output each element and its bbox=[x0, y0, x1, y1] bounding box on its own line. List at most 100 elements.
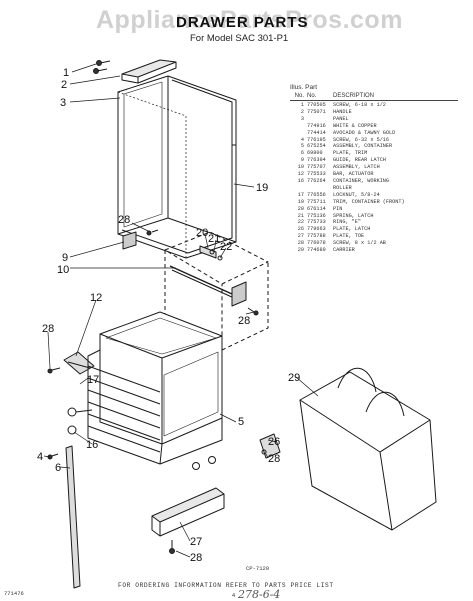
part-no-cell bbox=[307, 116, 333, 123]
description-cell: PIN bbox=[333, 205, 343, 212]
part-no-cell bbox=[307, 185, 333, 192]
header-illus-no: No. bbox=[294, 93, 304, 99]
callout-label: 2 bbox=[61, 79, 67, 91]
callout-label: 17 bbox=[87, 374, 99, 386]
illus-no-cell bbox=[290, 185, 307, 192]
description-cell: PANEL bbox=[333, 115, 349, 122]
illus-no-cell: 20 bbox=[297, 205, 304, 212]
callout-label: 29 bbox=[288, 372, 300, 384]
description-cell: CONTAINER, WORKING bbox=[333, 177, 390, 184]
model-subtitle: For Model SAC 301-P1 bbox=[190, 33, 289, 44]
callouts-layer: 1 2 3 19 28 9 10 20 21 22 28 12 28 17 29… bbox=[37, 67, 300, 564]
callout-label: 10 bbox=[57, 264, 69, 276]
watermark-logo: AppliancePartsPros.com bbox=[96, 6, 403, 34]
description-cell: BAR, ACTUATOR bbox=[333, 171, 374, 178]
illus-no-cell: 19 bbox=[297, 198, 304, 205]
illus-no-cell: 17 bbox=[297, 191, 304, 198]
callout-label: 21 bbox=[208, 233, 220, 245]
part-no-cell: 776264 bbox=[307, 177, 326, 184]
callout-label: 16 bbox=[86, 439, 98, 451]
page-number: 4 bbox=[232, 593, 236, 599]
description-cell: SCREW, 8 x 1/2 AB bbox=[333, 240, 386, 247]
illus-no-cell: 29 bbox=[297, 247, 304, 254]
description-cell: AVOCADO & TAWNY GOLD bbox=[333, 129, 396, 136]
illus-no-cell: 9 bbox=[300, 157, 304, 164]
figure-code: CP-7120 bbox=[246, 565, 270, 572]
callout-label: 28 bbox=[118, 214, 130, 226]
description-cell: PLATE, TOE bbox=[333, 233, 365, 240]
description-cell: ROLLER bbox=[333, 184, 352, 191]
part-no-cell: 676114 bbox=[307, 205, 326, 212]
description-cell: HANDLE bbox=[333, 108, 352, 115]
parts-table-header: No. No. DESCRIPTION bbox=[290, 92, 458, 101]
illus-no-cell: 1 bbox=[300, 102, 304, 108]
illus-no-cell: 21 bbox=[297, 212, 304, 219]
toe-plate-part bbox=[151, 487, 225, 554]
description-cell: GUIDE, REAR LATCH bbox=[333, 157, 386, 164]
illus-no-cell: 2 bbox=[300, 108, 304, 115]
front-panel-part bbox=[117, 75, 169, 235]
part-no-cell: 675254 bbox=[307, 143, 326, 150]
part-no-cell: 775136 bbox=[307, 212, 326, 219]
description-cell: PLATE, LATCH bbox=[333, 226, 371, 233]
illus-no-cell bbox=[290, 130, 307, 137]
illus-no-cell: 12 bbox=[297, 171, 304, 178]
callout-label: 9 bbox=[62, 252, 68, 264]
latch-plate-part bbox=[259, 433, 281, 459]
part-no-cell: 775711 bbox=[307, 198, 326, 205]
part-no-cell: 776556 bbox=[307, 191, 326, 198]
part-no-cell: 775533 bbox=[307, 171, 326, 178]
part-no-cell: 779663 bbox=[307, 226, 326, 233]
callout-label: 28 bbox=[238, 315, 250, 327]
part-no-cell: 774689 bbox=[307, 247, 326, 254]
description-cell: RING, "E" bbox=[333, 219, 362, 226]
description-cell: WHITE & COPPER bbox=[333, 122, 377, 129]
callout-label: 6 bbox=[55, 462, 61, 474]
callout-label: 3 bbox=[60, 97, 66, 109]
callout-label: 27 bbox=[190, 536, 202, 548]
illus-no-cell: 10 bbox=[297, 164, 304, 171]
callout-label: 20 bbox=[196, 227, 208, 239]
callout-label: 5 bbox=[238, 416, 244, 428]
part-no-cell: 775788 bbox=[307, 233, 326, 240]
part-no-cell: 776394 bbox=[307, 157, 326, 164]
illus-no-cell: 4 bbox=[300, 136, 304, 143]
handwritten-note: 278-6-4 bbox=[238, 588, 281, 601]
description-cell: PLATE, TRIM bbox=[333, 150, 368, 157]
description-cell: SPRING, LATCH bbox=[333, 212, 374, 219]
page-title: DRAWER PARTS bbox=[176, 14, 309, 31]
callout-label: 28 bbox=[268, 453, 280, 465]
illus-no-cell: 27 bbox=[297, 233, 304, 240]
part-no-cell: 69800 bbox=[307, 150, 323, 157]
callout-label: 26 bbox=[268, 436, 280, 448]
part-no-cell: 774916 bbox=[307, 122, 326, 129]
callout-label: 28 bbox=[190, 552, 202, 564]
description-cell: LOCKNUT, 5/8-24 bbox=[333, 191, 380, 198]
container-trim-part bbox=[117, 75, 237, 259]
illus-no-cell: 22 bbox=[297, 219, 304, 226]
part-no-cell: 776195 bbox=[307, 136, 326, 143]
header-part-no: No. bbox=[307, 93, 317, 99]
callout-label: 1 bbox=[63, 67, 69, 79]
callout-label: 12 bbox=[90, 292, 102, 304]
part-no-cell: 776078 bbox=[307, 240, 326, 247]
carrier-part bbox=[299, 367, 437, 531]
illus-no-cell: 26 bbox=[297, 226, 304, 233]
callout-label: 19 bbox=[256, 182, 268, 194]
illus-no-cell: 6 bbox=[300, 150, 304, 157]
header-description: DESCRIPTION bbox=[333, 93, 375, 99]
illus-no-cell: 28 bbox=[297, 240, 304, 247]
